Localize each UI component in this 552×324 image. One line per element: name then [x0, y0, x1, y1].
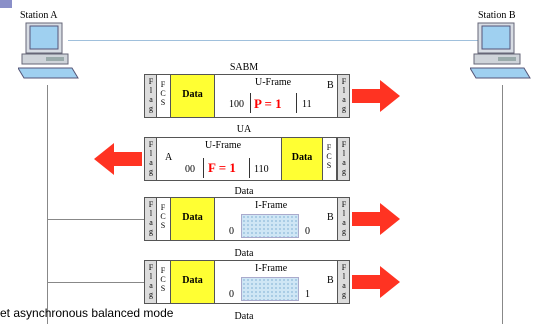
control-bits-left: 0 — [229, 289, 234, 300]
caption: et asynchronous balanced mode — [0, 306, 174, 320]
separator — [296, 93, 297, 113]
control-bits-left: 0 — [229, 226, 234, 237]
link-line — [68, 40, 478, 41]
frame-title-sabm: SABM — [229, 62, 259, 73]
address-field: B — [327, 275, 334, 286]
frame-title-data: Data — [234, 186, 254, 197]
right-arrow-icon — [352, 80, 400, 112]
computer-b-icon — [469, 22, 532, 88]
station-a-label: Station A — [20, 10, 58, 21]
separator — [249, 158, 250, 178]
data-field: Data — [281, 138, 323, 180]
address-field: B — [327, 212, 334, 223]
frame-title-ua: UA — [236, 124, 252, 135]
address-field: A — [165, 152, 173, 163]
right-arrow-icon — [352, 266, 400, 298]
data-field: Data — [171, 75, 215, 117]
bottom-data-label: Data — [234, 311, 254, 322]
control-bits-right: 1 — [305, 289, 310, 300]
control-bits-right: 110 — [254, 164, 269, 175]
control-bits-left: 00 — [185, 164, 195, 175]
separator — [203, 158, 204, 178]
sequence-field — [241, 277, 299, 301]
station-a-timeline — [47, 85, 48, 324]
final-bit: F = 1 — [208, 160, 236, 175]
control-label: I-Frame — [255, 263, 288, 274]
station-b-timeline — [502, 85, 503, 324]
control-bits-right: 11 — [302, 99, 312, 110]
timeline-connector — [47, 219, 144, 220]
computer-a-icon — [17, 22, 80, 88]
corner-decoration — [0, 0, 12, 8]
control-label: U-Frame — [205, 140, 242, 151]
sequence-field — [241, 214, 299, 238]
control-bits-right: 0 — [305, 226, 310, 237]
right-arrow-icon — [352, 203, 400, 235]
separator — [250, 93, 251, 113]
control-label: U-Frame — [255, 77, 292, 88]
poll-bit: P = 1 — [254, 96, 282, 111]
timeline-connector — [47, 282, 144, 283]
control-label: I-Frame — [255, 200, 288, 211]
left-arrow-icon — [94, 143, 142, 175]
address-field: B — [327, 80, 334, 91]
control-bits-left: 100 — [229, 99, 244, 110]
data-field: Data — [171, 261, 215, 303]
data-field: Data — [171, 198, 215, 240]
frame-title-data: Data — [234, 248, 254, 259]
station-b-label: Station B — [478, 10, 516, 21]
